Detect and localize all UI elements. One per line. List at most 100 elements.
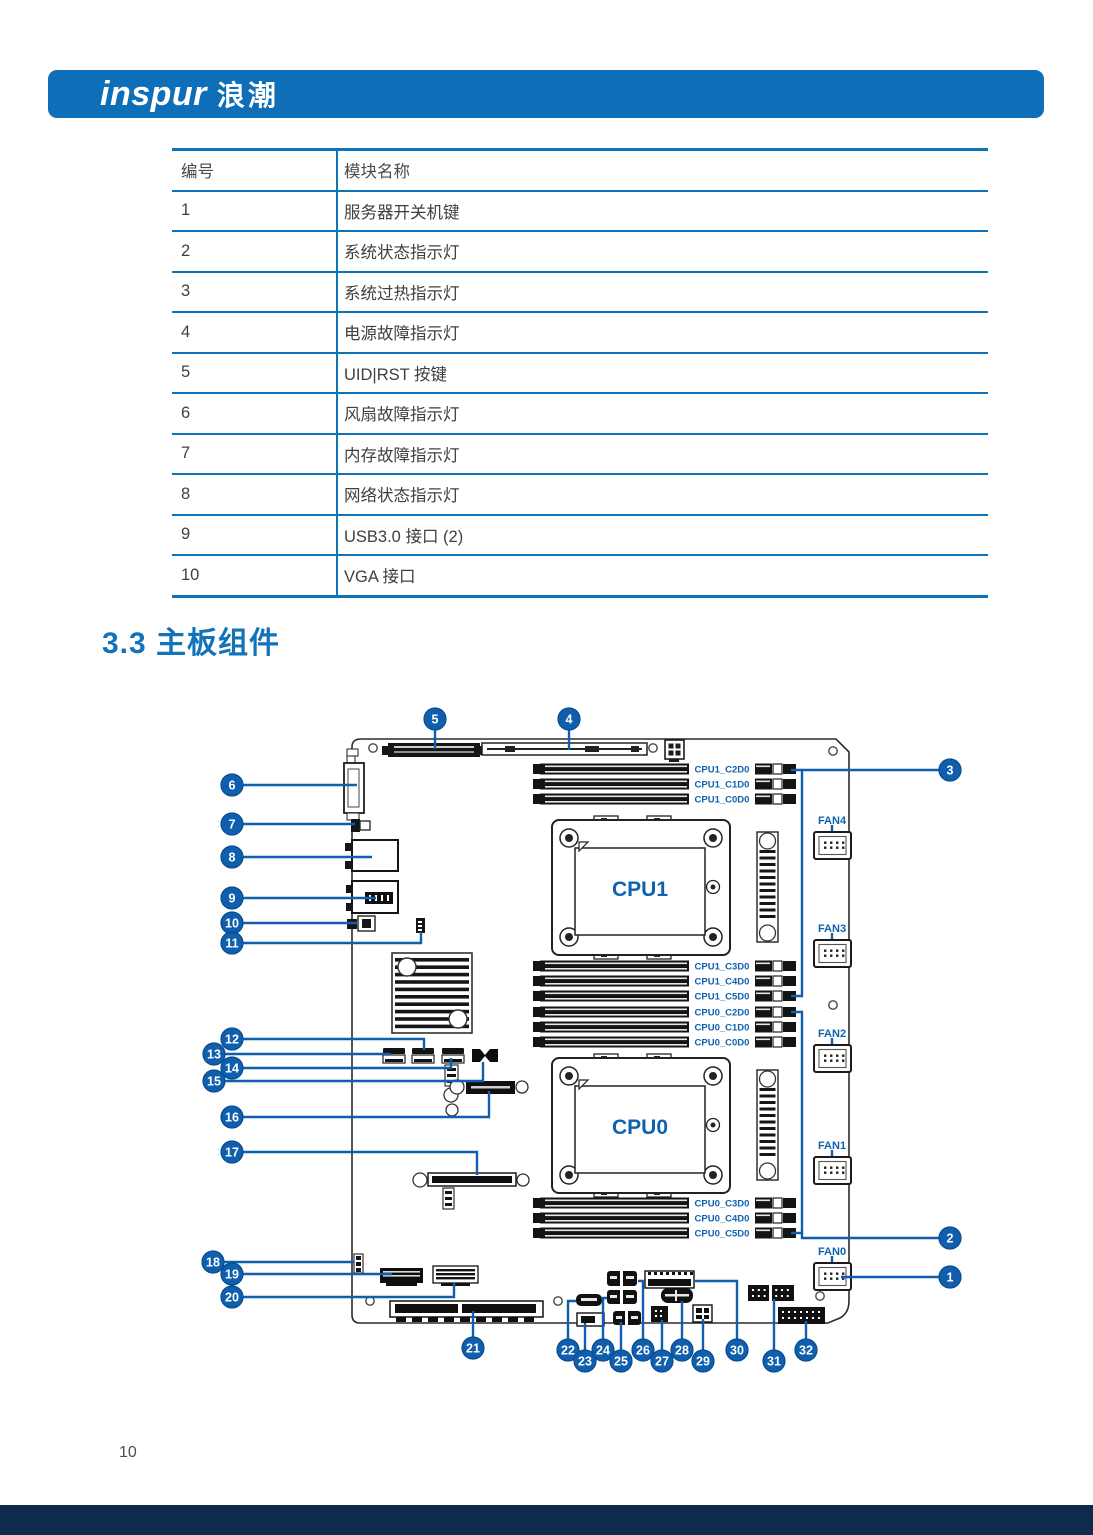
bottom-left-connectors [353,1253,544,1322]
module-number-cell: 6 [172,393,338,435]
callout-25: 25 [609,1349,633,1373]
callout-number: 8 [229,850,236,864]
callout-21: 21 [461,1336,485,1360]
table-header-row: 编号 模块名称 [172,149,988,192]
nic-port [351,839,399,872]
brand-header-bar: inspur 浪潮 [48,70,1044,118]
callout-number: 15 [207,1074,221,1088]
leader-line-26 [638,1279,645,1339]
motherboard-diagram: CPU1_C2D0CPU1_C1D0CPU1_C0D0CPU1_C3D0CPU1… [201,707,962,1373]
cpu-socket-CPU0: CPU0 [551,1053,731,1198]
cpu-label: CPU1 [612,878,668,901]
callout-number: 10 [225,916,239,930]
callout-number: 17 [225,1145,239,1159]
callout-9: 9 [220,886,244,910]
dimm-label: CPU1_C4D0 [695,977,750,988]
fan-label: FAN0 [818,1246,846,1258]
module-number-cell: 9 [172,514,338,556]
pin-header-b [778,1307,825,1324]
vrm-heatsink [756,831,779,943]
module-name-cell: UID|RST 按键 [337,352,988,394]
module-number-cell: 7 [172,433,338,475]
module-number-cell: 1 [172,190,338,232]
fan-label: FAN3 [818,923,846,935]
fan-connector-FAN1: FAN1 [813,1140,852,1185]
callout-4: 4 [557,707,581,731]
callout-number: 14 [225,1061,239,1075]
module-name-cell: 网络状态指示灯 [337,474,988,516]
callout-number: 30 [730,1343,744,1357]
fan-connector-FAN4: FAN4 [813,815,852,860]
dimm-slot-CPU1_C3D0: CPU1_C3D0 [533,959,796,973]
dimm-slot-CPU0_C3D0: CPU0_C3D0 [533,1196,796,1210]
top-edge-connectors [382,739,685,762]
fan-connector-FAN0: FAN0 [813,1246,852,1291]
id-button [351,819,360,832]
callout-13: 13 [202,1042,226,1066]
callout-number: 31 [767,1354,781,1368]
leader-line-11 [243,932,423,945]
dimm-label: CPU1_C2D0 [695,765,750,776]
callout-29: 29 [691,1349,715,1373]
leader-line-22 [566,1299,576,1339]
module-name-cell: 电源故障指示灯 [337,312,988,354]
callout-number: 9 [229,891,236,905]
callout-8: 8 [220,845,244,869]
fan-label: FAN2 [818,1028,846,1040]
module-name-cell: 内存故障指示灯 [337,433,988,475]
small-header-a [651,1306,668,1322]
callout-number: 20 [225,1290,239,1304]
minisas-connector [472,1049,498,1062]
storage-connectors [382,1048,530,1210]
callout-32: 32 [794,1338,818,1362]
dimm-label: CPU0_C3D0 [695,1199,750,1210]
section-heading: 3.3 主板组件 [102,627,281,660]
footer-bar [0,1505,1093,1535]
callout-17: 17 [220,1140,244,1164]
callout-number: 25 [614,1354,628,1368]
leader-line-16 [243,1091,491,1119]
dimm-slot-CPU0_C1D0: CPU0_C1D0 [533,1020,796,1034]
fan-label: FAN1 [818,1140,846,1152]
callout-number: 22 [561,1343,575,1357]
module-name-cell: 系统过热指示灯 [337,271,988,313]
callout-number: 27 [655,1354,669,1368]
callout-30: 30 [725,1338,749,1362]
dimm-label: CPU1_C3D0 [695,962,750,973]
dimm-slot-CPU1_C5D0: CPU1_C5D0 [533,989,796,1003]
callout-number: 23 [578,1354,592,1368]
leader-line-17 [243,1150,479,1175]
module-number-cell: 8 [172,474,338,516]
callout-number: 28 [675,1343,689,1357]
module-number-cell: 4 [172,312,338,354]
callout-27: 27 [650,1349,674,1373]
fan-connector-FAN2: FAN2 [813,1028,852,1073]
brand-logo: inspur [100,74,207,113]
module-name-cell: USB3.0 接口 (2) [337,514,988,556]
callout-number: 1 [947,1270,954,1284]
callout-31: 31 [762,1349,786,1373]
callout-10: 10 [220,911,244,935]
callout-number: 24 [596,1343,610,1357]
dimm-label: CPU0_C4D0 [695,1214,750,1225]
callout-number: 13 [207,1047,221,1061]
module-name-cell: 系统状态指示灯 [337,231,988,273]
callout-23: 23 [573,1349,597,1373]
callout-5: 5 [423,707,447,731]
callout-6: 6 [220,773,244,797]
callout-7: 7 [220,812,244,836]
callout-18: 18 [201,1250,225,1274]
leader-line-2 [791,1010,939,1240]
callout-number: 12 [225,1032,239,1046]
sata-connector [411,1048,435,1064]
